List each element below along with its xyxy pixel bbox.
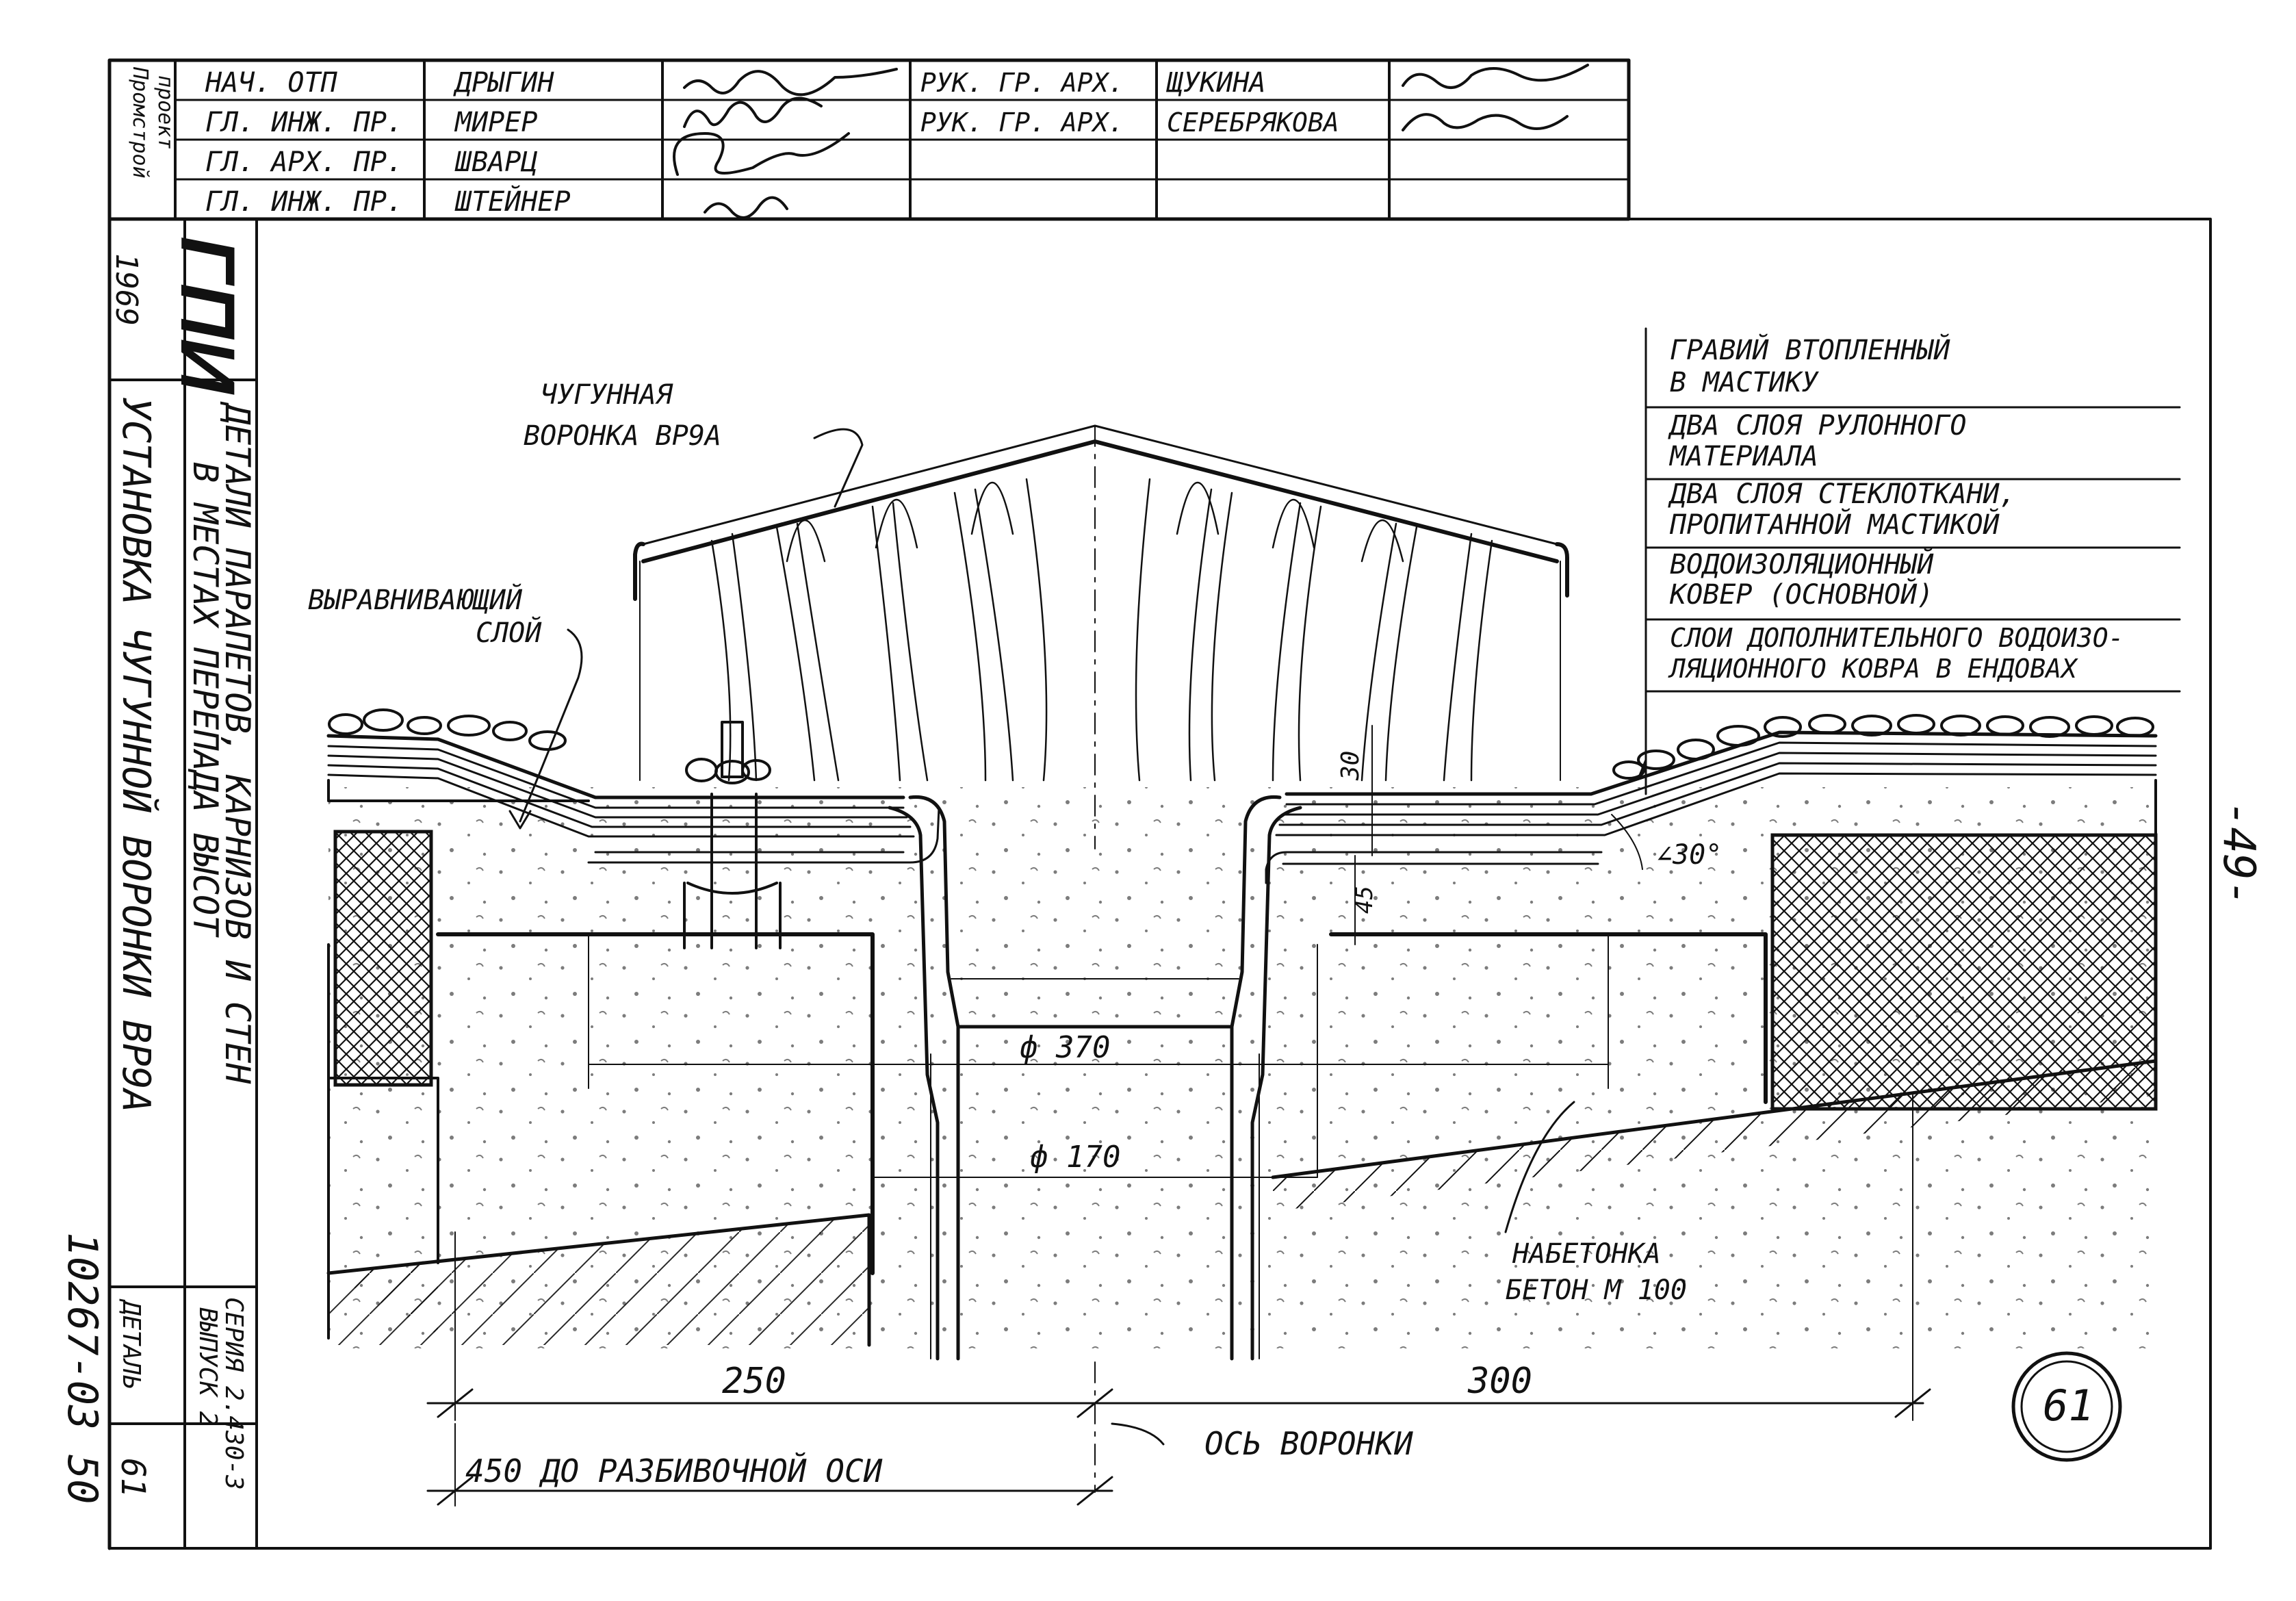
bottom-dimensions: 250 300 450 ДО РАЗБИВОЧНОЙ ОСИ ОСЬ ВОРОН… xyxy=(426,1094,1931,1507)
svg-text:Промстрой: Промстрой xyxy=(128,66,152,179)
svg-text:ф 170: ф 170 xyxy=(1030,1140,1120,1175)
layer-5a: СЛОИ ДОПОЛНИТЕЛЬНОГО ВОДОИЗО- xyxy=(1670,623,2124,653)
dim-250: 250 xyxy=(722,1361,786,1402)
svg-text:ВЫРАВНИВАЮЩИЙ: ВЫРАВНИВАЮЩИЙ xyxy=(308,583,523,616)
role-1: НАЧ. ОТП xyxy=(205,67,338,99)
page-number: -49- xyxy=(2213,801,2264,906)
role-3: ГЛ. АРХ. ПР. xyxy=(205,146,403,178)
svg-text:45: 45 xyxy=(1351,886,1378,914)
funnel-body xyxy=(888,795,1302,1361)
svg-text:ГПИ: ГПИ xyxy=(165,236,250,395)
logo: ГПИ xyxy=(165,236,250,395)
funnel-callout: ЧУГУННАЯ ВОРОНКА ВР9А xyxy=(524,379,864,508)
diameter-dims: ф 370 ф 170 xyxy=(588,934,1609,1178)
role-right-1: РУК. ГР. АРХ. xyxy=(920,68,1124,98)
detail-number: 61 xyxy=(114,1458,152,1498)
layer-4b: КОВЕР (ОСНОВНОЙ) xyxy=(1669,578,1933,611)
funnel-cap xyxy=(633,424,1569,849)
gravel xyxy=(328,708,2154,784)
layer-3b: ПРОПИТАННОЙ МАСТИКОЙ xyxy=(1669,508,2000,541)
signatures xyxy=(673,64,1589,219)
name-right-2: СЕРЕБРЯКОВА xyxy=(1167,107,1339,138)
svg-text:СЛОЙ: СЛОЙ xyxy=(476,616,542,649)
name-4: ШТЕЙНЕР xyxy=(454,185,571,218)
svg-text:30: 30 xyxy=(1337,751,1365,781)
axis-label: ОСЬ ВОРОНКИ xyxy=(1204,1425,1413,1462)
name-right-1: ЩУКИНА xyxy=(1165,67,1266,99)
leveling-callout: ВЫРАВНИВАЮЩИЙ СЛОЙ xyxy=(308,583,583,830)
name-1: ДРЫГИН xyxy=(453,67,554,99)
layer-callouts: ГРАВИЙ ВТОПЛЕННЫЙ В МАСТИКУ ДВА СЛОЯ РУЛ… xyxy=(1638,327,2181,795)
approval-rows: НАЧ. ОТП ДРЫГИН ГЛ. ИНЖ. ПР. МИРЕР ГЛ. А… xyxy=(205,67,1339,218)
svg-text:ЧУГУННАЯ: ЧУГУННАЯ xyxy=(541,379,673,411)
svg-text:БЕТОН М 100: БЕТОН М 100 xyxy=(1506,1275,1687,1306)
name-3: ШВАРЦ xyxy=(454,146,537,178)
layer-1a: ГРАВИЙ ВТОПЛЕННЫЙ xyxy=(1670,333,1950,366)
layer-4a: ВОДОИЗОЛЯЦИОННЫЙ xyxy=(1670,548,1934,580)
name-2: МИРЕР xyxy=(454,107,537,138)
clamp-bolt xyxy=(683,721,782,949)
drawing-frame xyxy=(255,218,2212,1550)
funnel-ribs xyxy=(710,478,1493,782)
svg-text:проект: проект xyxy=(153,75,177,149)
detail-label: ДЕТАЛЬ xyxy=(117,1298,145,1389)
subject-line-1: ДЕТАЛИ ПАРАПЕТОВ, КАРНИЗОВ И СТЕН xyxy=(218,401,257,1084)
svg-text:∠30°: ∠30° xyxy=(1656,839,1722,871)
layer-5b: ЛЯЦИОННОГО КОВРА В ЕНДОВАХ xyxy=(1668,654,2078,684)
org-name: Промстрой проект xyxy=(128,66,177,179)
year: 1969 xyxy=(109,253,144,326)
small-dimensions: 30 45 ∠30° xyxy=(1337,725,1722,945)
detail-marker: 61 xyxy=(2011,1351,2122,1462)
series-2: ВЫПУСК 2 xyxy=(194,1307,222,1426)
role-2: ГЛ. ИНЖ. ПР. xyxy=(205,107,403,138)
layer-2b: МАТЕРИАЛА xyxy=(1668,441,1818,472)
layer-3a: ДВА СЛОЯ СТЕКЛОТКАНИ, xyxy=(1668,478,2016,510)
svg-text:ВОРОНКА ВР9А: ВОРОНКА ВР9А xyxy=(524,420,721,452)
dim-300: 300 xyxy=(1467,1361,1532,1402)
series-1: СЕРИЯ 2.430-3 xyxy=(220,1297,248,1490)
doc-number: 10267-03 50 xyxy=(58,1232,106,1504)
sheet-title: УСТАНОВКА ЧУГУННОЙ ВОРОНКИ ВР9А xyxy=(114,397,158,1112)
dim-450: 450 ДО РАЗБИВОЧНОЙ ОСИ xyxy=(465,1452,883,1489)
base-slab xyxy=(326,779,2158,1348)
layer-2a: ДВА СЛОЯ РУЛОННОГО xyxy=(1668,410,1966,441)
svg-text:61: 61 xyxy=(2043,1381,2094,1431)
subject-line-2: В МЕСТАХ ПЕРЕПАДА ВЫСОТ xyxy=(185,462,225,938)
concrete-callout: НАБЕТОНКА БЕТОН М 100 xyxy=(1504,1101,1687,1306)
svg-text:ф 370: ф 370 xyxy=(1020,1030,1110,1065)
layer-1b: В МАСТИКУ xyxy=(1670,367,1820,398)
role-right-2: РУК. ГР. АРХ. xyxy=(920,107,1124,138)
role-4: ГЛ. ИНЖ. ПР. xyxy=(205,186,403,218)
svg-text:НАБЕТОНКА: НАБЕТОНКА xyxy=(1512,1238,1661,1270)
